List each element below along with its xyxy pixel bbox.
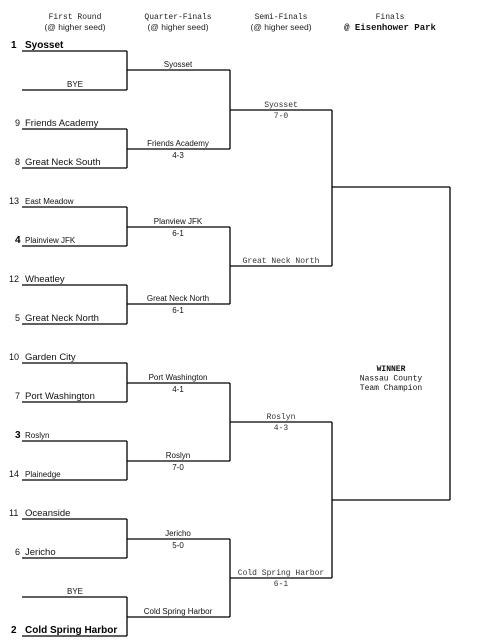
team-name: Friends Academy: [25, 118, 99, 129]
header-r1-subtitle: (@ higher seed): [44, 22, 105, 32]
header-qf-subtitle: (@ higher seed): [147, 22, 208, 32]
team-name: Syosset: [25, 40, 64, 51]
qf-team-name: Syosset: [164, 60, 193, 69]
qf-team-name: Great Neck North: [147, 294, 209, 303]
qf-team-name: Jericho: [165, 529, 191, 538]
sf-team-name: Roslyn: [267, 413, 296, 422]
bye-label: BYE: [67, 587, 83, 596]
seed-number: 1: [11, 40, 17, 51]
header-sf-subtitle: (@ higher seed): [250, 22, 311, 32]
sf-score: 4-3: [274, 424, 289, 433]
team-name: Plainview JFK: [25, 236, 76, 245]
bye-label: BYE: [67, 80, 83, 89]
qf-score: 4-3: [172, 151, 184, 160]
round-headers: First Round(@ higher seed)Quarter-Finals…: [44, 13, 436, 33]
qf-score: 5-0: [172, 541, 184, 550]
header-final-title: Finals: [376, 13, 405, 22]
qf-score: 4-1: [172, 385, 184, 394]
qf-team-name: Friends Academy: [147, 139, 209, 148]
sf-score: 7-0: [274, 112, 289, 121]
team-name: Oceanside: [25, 508, 70, 519]
team-name: Great Neck North: [25, 313, 99, 324]
team-name: Garden City: [25, 352, 76, 363]
qf-team-name: Cold Spring Harbor: [144, 607, 213, 616]
sf-team-name: Cold Spring Harbor: [238, 569, 325, 578]
team-name: Port Washington: [25, 391, 95, 402]
seed-number: 12: [9, 274, 19, 284]
qf-team-name: Roslyn: [166, 451, 190, 460]
sf-team-name: Syosset: [264, 101, 298, 110]
seed-number: 3: [15, 430, 21, 441]
qf-score: 6-1: [172, 306, 184, 315]
seed-number: 4: [15, 235, 21, 246]
seed-number: 9: [15, 118, 20, 128]
seed-number: 6: [15, 547, 20, 557]
winner-line: Team Champion: [360, 384, 423, 393]
qf-score: 6-1: [172, 229, 184, 238]
team-name: Jericho: [25, 547, 56, 558]
seed-number: 5: [15, 313, 20, 323]
seed-number: 13: [9, 196, 19, 206]
seed-number: 11: [9, 508, 18, 518]
header-qf-title: Quarter-Finals: [144, 13, 211, 22]
qf-team-name: Port Washington: [149, 373, 208, 382]
team-name: Great Neck South: [25, 157, 101, 168]
winner-line: WINNER: [377, 365, 406, 374]
team-name: Roslyn: [25, 431, 49, 440]
qf-team-name: Planview JFK: [154, 217, 203, 226]
team-name: Plainedge: [25, 470, 61, 479]
seed-number: 7: [15, 391, 20, 401]
winner-line: Nassau County: [360, 375, 423, 384]
team-name: Wheatley: [25, 274, 65, 285]
seed-number: 14: [9, 469, 19, 479]
bracket-lines: [22, 50, 451, 637]
sf-team-name: Great Neck North: [243, 257, 320, 266]
sf-score: 6-1: [274, 580, 289, 589]
header-r1-title: First Round: [49, 13, 102, 22]
seed-number: 10: [9, 352, 19, 362]
seed-number: 8: [15, 157, 20, 167]
header-final-subtitle: @ Eisenhower Park: [344, 23, 436, 33]
header-sf-title: Semi-Finals: [255, 13, 308, 22]
team-name: East Meadow: [25, 197, 74, 206]
qf-score: 7-0: [172, 463, 184, 472]
seed-number: 2: [11, 625, 17, 636]
team-name: Cold Spring Harbor: [25, 625, 117, 636]
